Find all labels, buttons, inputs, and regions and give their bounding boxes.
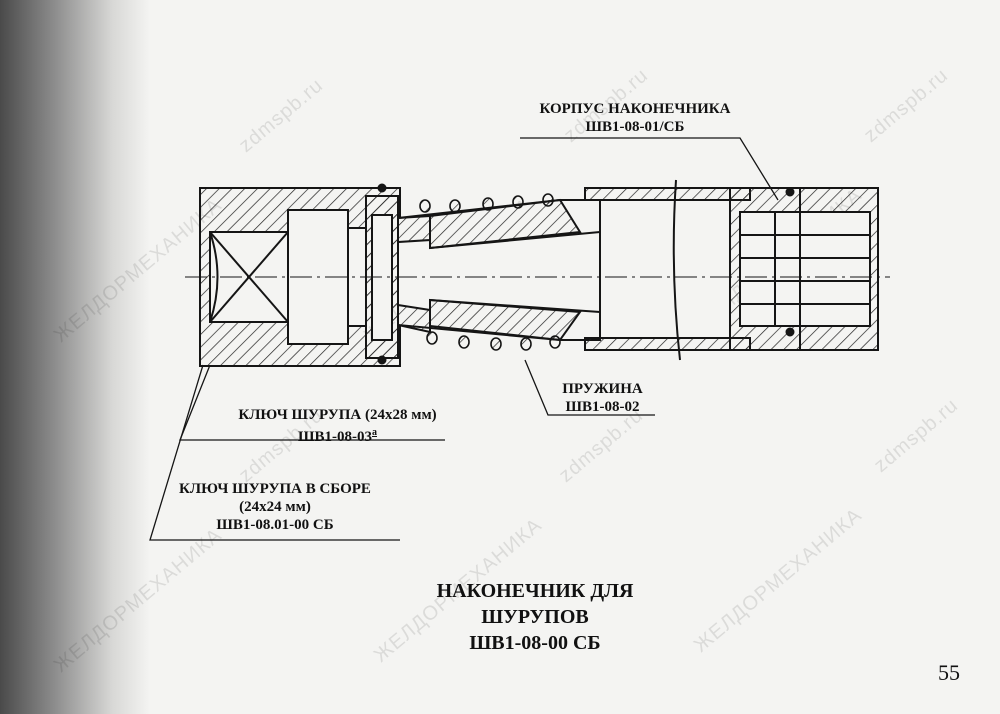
key-asm-name: КЛЮЧ ШУРУПА В СБОРЕ bbox=[179, 481, 371, 497]
title-line-3: ШВ1-08-00 СБ bbox=[469, 632, 601, 654]
key-asm-size: (24х24 мм) bbox=[239, 499, 311, 515]
label-spring: ПРУЖИНА ШВ1-08-02 bbox=[550, 380, 655, 416]
page-number: 55 bbox=[938, 660, 960, 685]
tip-body bbox=[584, 179, 879, 361]
korpus-name: КОРПУС НАКОНЕЧНИКА bbox=[539, 101, 731, 117]
key-code: ШВ1-08-03а bbox=[298, 427, 377, 445]
cone-shank bbox=[397, 198, 601, 342]
spring-code: ШВ1-08-02 bbox=[565, 399, 640, 415]
label-key-assembly: КЛЮЧ ШУРУПА В СБОРЕ (24х24 мм) ШВ1-08.01… bbox=[160, 480, 390, 534]
key-code-sup: а bbox=[371, 427, 377, 438]
spring bbox=[419, 193, 561, 351]
page-title: НАКОНЕЧНИК ДЛЯ ШУРУПОВ ШВ1-08-00 СБ bbox=[405, 578, 665, 656]
leader-lines bbox=[149, 137, 779, 541]
title-line-2: ШУРУПОВ bbox=[481, 606, 589, 628]
key-name: КЛЮЧ ШУРУПА (24х28 мм) bbox=[238, 407, 437, 423]
label-key: КЛЮЧ ШУРУПА (24х28 мм) ШВ1-08-03а bbox=[225, 406, 450, 446]
spring-name: ПРУЖИНА bbox=[562, 381, 643, 397]
page-gutter-shadow bbox=[0, 0, 150, 714]
title-line-1: НАКОНЕЧНИК ДЛЯ bbox=[436, 580, 634, 602]
key-asm-code: ШВ1-08.01-00 СБ bbox=[216, 517, 334, 533]
label-korpus: КОРПУС НАКОНЕЧНИКА ШВ1-08-01/СБ bbox=[520, 100, 750, 136]
key-housing bbox=[199, 183, 401, 367]
korpus-code: ШВ1-08-01/СБ bbox=[585, 119, 685, 135]
